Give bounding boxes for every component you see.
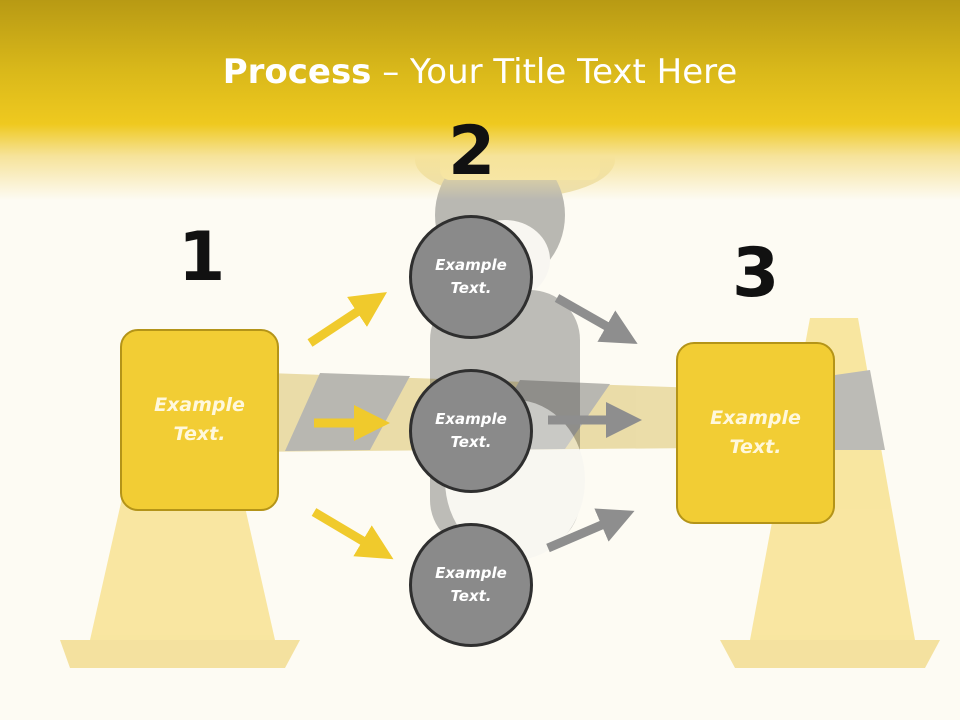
step-2-circle-middle: Example Text. [409, 369, 533, 493]
arrow-2a-to-3 [554, 294, 638, 344]
step-2-text-top: Example Text. [435, 256, 507, 297]
step-1-box: Example Text. [120, 329, 279, 511]
step-2-text-middle: Example Text. [435, 410, 507, 451]
step-1-text: Example Text. [154, 394, 245, 445]
step-number-3: 3 [732, 234, 780, 313]
arrow-1-to-2c [311, 508, 394, 560]
header-band [0, 0, 960, 200]
step-2-text-bottom: Example Text. [435, 564, 507, 605]
step-2-circle-top: Example Text. [409, 215, 533, 339]
step-number-1: 1 [178, 218, 226, 297]
arrow-2c-to-3 [546, 508, 635, 553]
step-2-circle-bottom: Example Text. [409, 523, 533, 647]
arrow-1-to-2a [307, 292, 388, 347]
step-3-text: Example Text. [710, 407, 801, 458]
title-bold: Process [222, 52, 372, 92]
step-number-2: 2 [448, 112, 496, 191]
title-rest: – Your Title Text Here [371, 52, 738, 92]
slide-title: Process – Your Title Text Here [0, 52, 960, 92]
step-3-box: Example Text. [676, 342, 835, 524]
